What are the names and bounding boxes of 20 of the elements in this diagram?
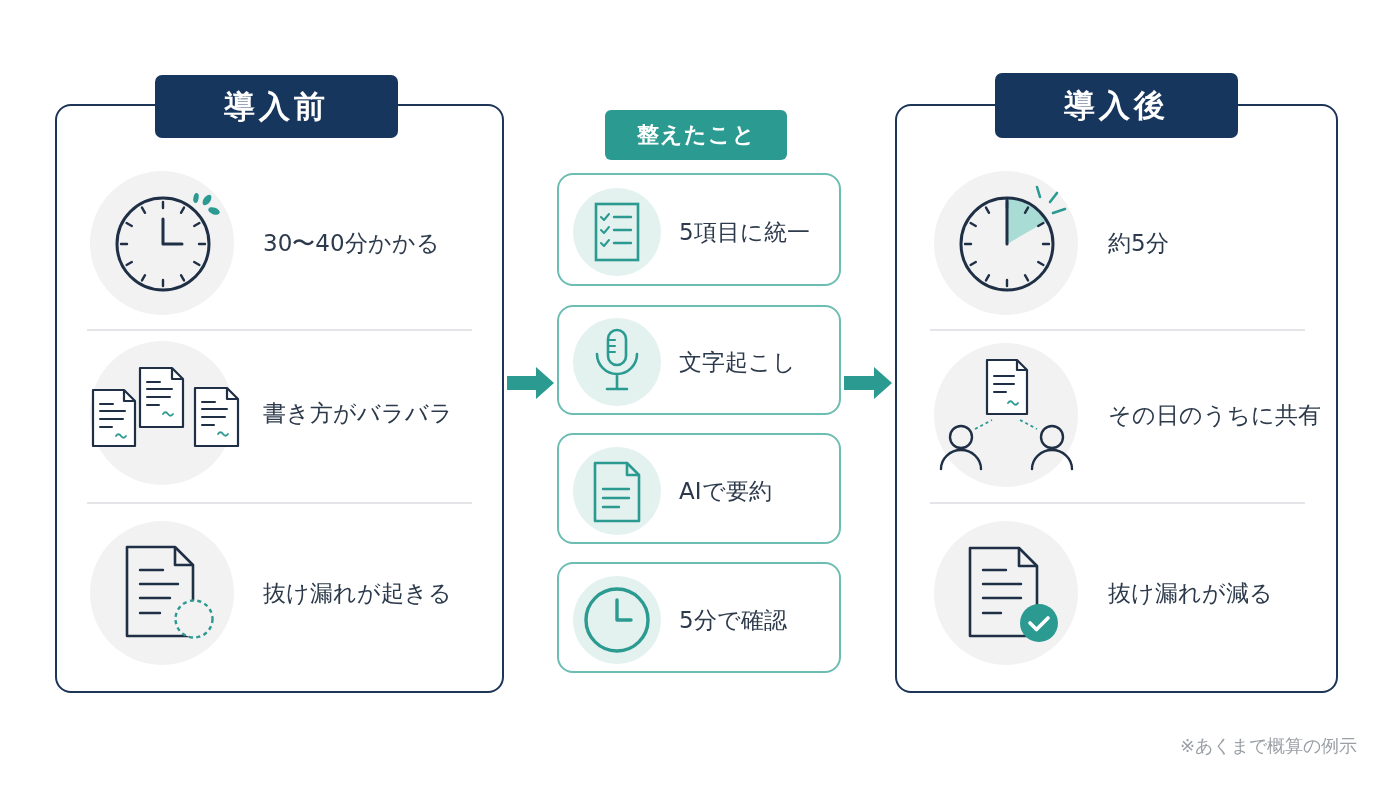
step-label: AIで要約 (679, 476, 772, 506)
heading-tab: 導入前 (155, 75, 398, 138)
footnote: ※あくまで概算の例示 (1179, 734, 1357, 758)
step-box (557, 562, 841, 673)
step-box (557, 305, 841, 415)
heading-tab: 整えたこと (605, 110, 787, 160)
step-box (557, 173, 841, 286)
item-label: その日のうちに共有 (1108, 401, 1321, 430)
step-label: 5分で確認 (679, 605, 787, 635)
step-label: 5項目に統一 (679, 217, 810, 247)
item-label: 30〜40分かかる (263, 229, 440, 258)
item-label: 書き方がバラバラ (263, 399, 453, 428)
item-label: 抜け漏れが起きる (263, 579, 452, 608)
item-label: 抜け漏れが減る (1108, 579, 1273, 608)
step-box (557, 433, 841, 544)
heading-tab: 導入後 (995, 73, 1238, 138)
arrow (844, 367, 892, 399)
item-label: 約5分 (1108, 229, 1169, 258)
step-label: 文字起こし (679, 348, 796, 377)
arrow (507, 367, 554, 399)
